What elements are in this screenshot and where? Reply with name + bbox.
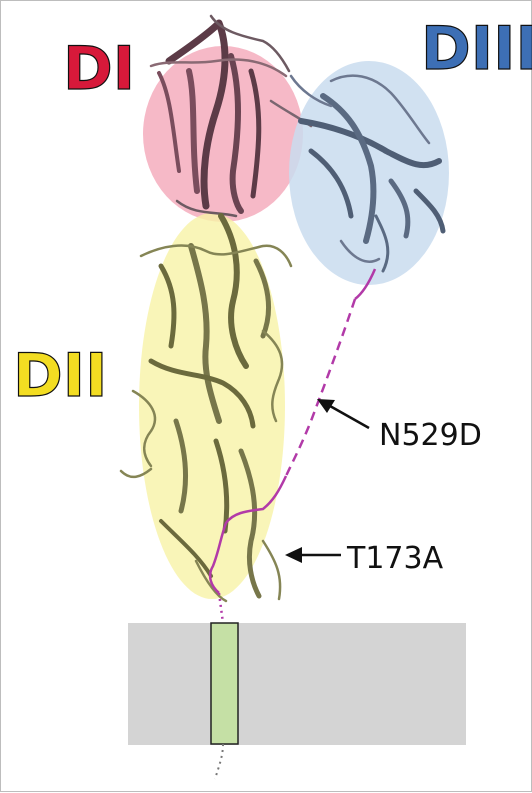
cytoplasmic-tail: [214, 743, 224, 780]
mutation-arrow-t173a: [285, 547, 341, 563]
transmembrane-segment: [210, 622, 239, 745]
label-dii: DII: [13, 341, 107, 411]
label-di: DI: [63, 34, 135, 104]
label-diii: DIII: [421, 14, 532, 84]
domain-di-ellipse: [143, 46, 303, 222]
linker-dotted: [217, 592, 225, 624]
domain-dii-ribbons: [119, 213, 293, 603]
linker-solid-lower: [208, 475, 288, 594]
linker-solid-upper: [354, 268, 377, 300]
linker-dashed: [284, 298, 357, 477]
domain-diii-ellipse: [289, 61, 449, 285]
mutation-arrow-n529d: [317, 399, 370, 430]
membrane-band: [128, 623, 466, 745]
label-t173a: T173A: [346, 541, 444, 576]
domain-diii-ribbons: [289, 74, 446, 273]
label-n529d: N529D: [379, 418, 482, 453]
